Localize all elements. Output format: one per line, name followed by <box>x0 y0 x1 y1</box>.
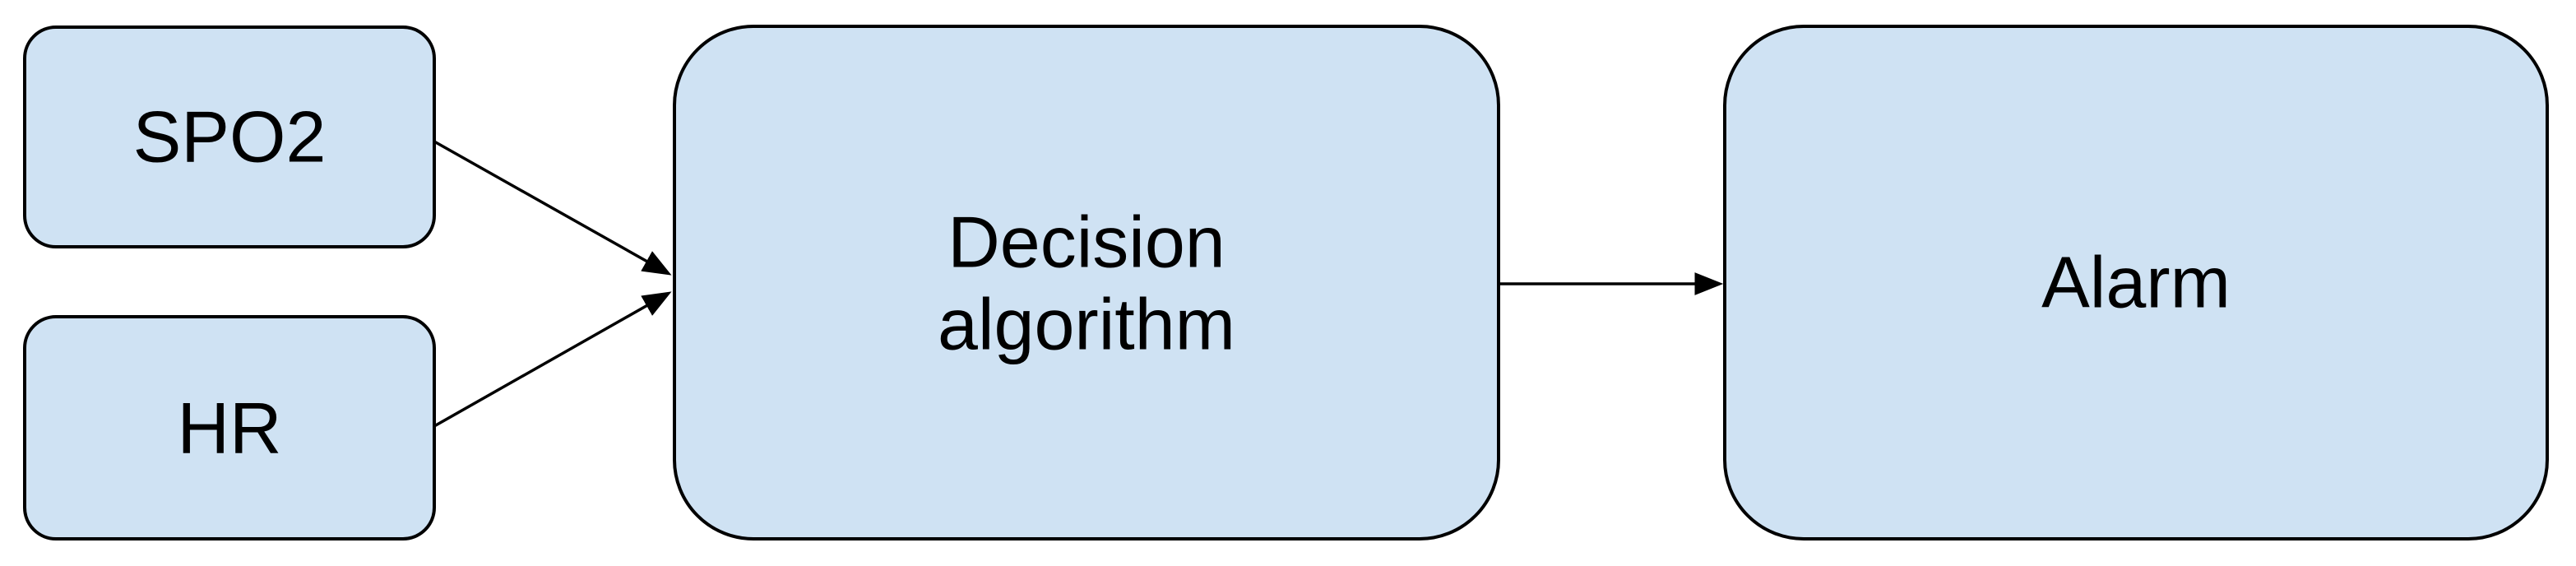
node-decision-algorithm-label-line2: algorithm <box>938 284 1235 365</box>
node-spo2: SPO2 <box>23 26 436 248</box>
edge-hr-decision <box>433 291 672 428</box>
node-spo2-label: SPO2 <box>133 96 327 178</box>
node-decision-algorithm-shape <box>673 25 1500 540</box>
node-hr: HR <box>23 315 436 540</box>
node-decision-algorithm: Decision algorithm <box>673 25 1500 540</box>
node-hr-label: HR <box>177 387 281 469</box>
edge-spo2-decision <box>433 140 672 276</box>
node-alarm-shape <box>1723 25 2549 540</box>
node-hr-shape <box>23 315 436 540</box>
node-spo2-shape <box>23 26 436 248</box>
edge-hr-decision-line <box>433 291 672 428</box>
node-alarm-label: Alarm <box>2041 242 2231 323</box>
edge-spo2-decision-line <box>433 140 672 276</box>
node-decision-algorithm-label-line1: Decision <box>947 202 1225 283</box>
node-alarm: Alarm <box>1723 25 2549 540</box>
